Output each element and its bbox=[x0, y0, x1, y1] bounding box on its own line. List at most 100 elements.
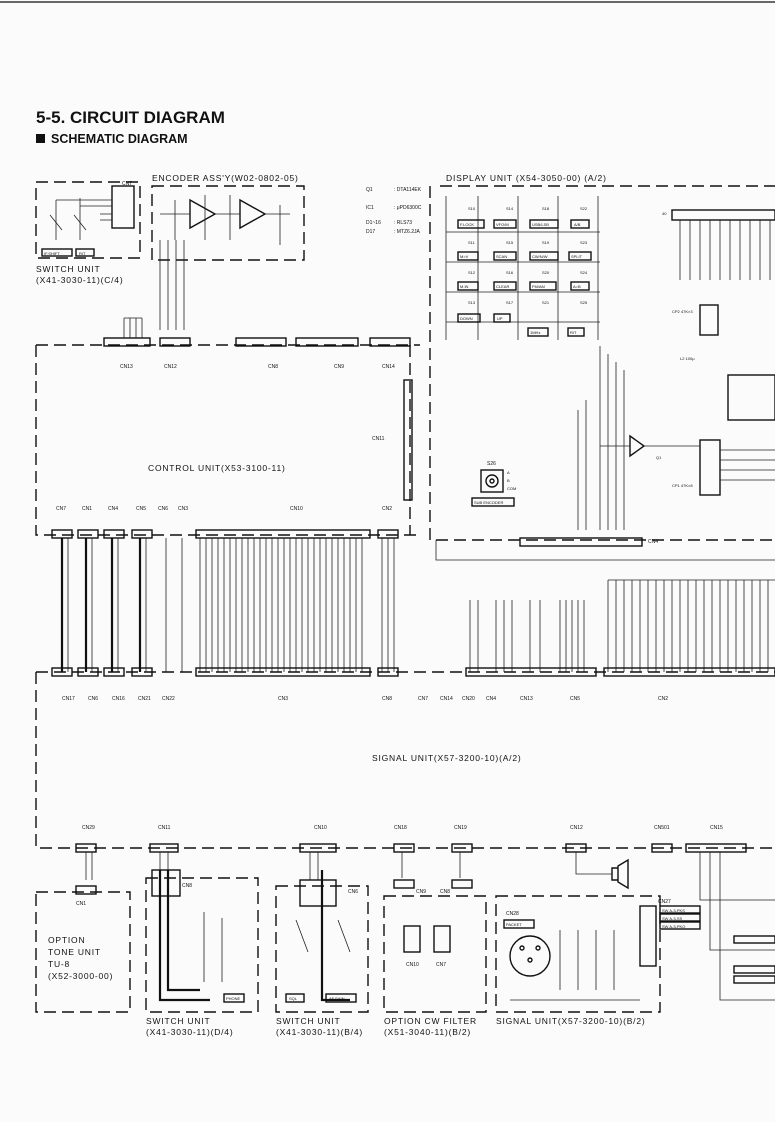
svg-text:VFO/M: VFO/M bbox=[496, 222, 509, 227]
cw-cn9-label: CN9 bbox=[416, 889, 426, 895]
svg-text:CN10: CN10 bbox=[314, 825, 327, 831]
svg-text:S25: S25 bbox=[580, 300, 588, 305]
svg-text:S17: S17 bbox=[506, 300, 514, 305]
svg-text:SCAN: SCAN bbox=[496, 254, 507, 259]
switch-s20: S20 FM/AM bbox=[529, 270, 557, 291]
cn28-label: CN28 bbox=[506, 911, 519, 917]
display-unit: DISPLAY UNIT (X54-3050-00) (A/2) Q1 : DT… bbox=[366, 173, 775, 541]
svg-text:CW/N/W: CW/N/W bbox=[532, 254, 548, 259]
svg-text:CN5: CN5 bbox=[570, 696, 580, 702]
svg-text:CN501: CN501 bbox=[654, 825, 670, 831]
cn6-label: CN6 bbox=[158, 506, 168, 512]
svg-text:S24: S24 bbox=[580, 270, 588, 275]
switch-unit-c4: CN7 IF.SHIFT RIT SWITCH UNIT (X41-3030-1… bbox=[35, 181, 141, 285]
sub-encoder-id: S26 bbox=[487, 461, 496, 467]
tone-line3: TU-8 bbox=[48, 959, 70, 969]
svg-text:B: B bbox=[507, 478, 510, 483]
if-shift-knob bbox=[41, 248, 73, 257]
if-shift-label: IF.SHIFT bbox=[44, 251, 60, 256]
subheading-text: SCHEMATIC DIAGRAM bbox=[51, 132, 188, 146]
switch-unit-b4: CN6 SQL AF.GAIN SWITCH UNIT (X41-3030-11… bbox=[275, 879, 369, 1037]
cw-filter: CN9 CN8 CN10 CN7 OPTION CW FILTER (X51-3… bbox=[383, 879, 487, 1037]
part-d17-value: : MTZ6.2JA bbox=[394, 229, 421, 235]
svg-text:M>V: M>V bbox=[460, 254, 469, 259]
control-top-connectors: CN13 CN12 CN8 CN9 CN14 CN11 bbox=[103, 337, 413, 501]
svg-text:CP2 47K×3: CP2 47K×3 bbox=[672, 309, 693, 314]
encoder-border bbox=[151, 185, 305, 261]
bottom-modules: CN1 OPTION TONE UNIT TU-8 (X52-3000-00) … bbox=[35, 852, 775, 1037]
tone-line4: (X52-3000-00) bbox=[48, 971, 113, 981]
svg-text:CN18: CN18 bbox=[394, 825, 407, 831]
svg-text:L2 100μ: L2 100μ bbox=[680, 356, 695, 361]
cn8-label: CN8 bbox=[268, 364, 278, 370]
switch-unit-d4: CN8 PHONE SWITCH UNIT (X41-3030-11)(D/4) bbox=[145, 869, 259, 1037]
switch-s24: S24 A=B bbox=[570, 270, 590, 291]
bullet-square-icon bbox=[36, 134, 45, 143]
tone-cn1-label: CN1 bbox=[76, 901, 86, 907]
switch-unit-d4-part: (X41-3030-11)(D/4) bbox=[146, 1027, 233, 1037]
svg-text:S16: S16 bbox=[506, 270, 514, 275]
svg-text:CN15: CN15 bbox=[710, 825, 723, 831]
parts-list: Q1 : DTA114EK IC1 : μPD6300C D1~16 : RLS… bbox=[366, 187, 422, 235]
sub-encoder: S26 A B COM SUB ENCODER bbox=[471, 461, 516, 507]
svg-text:CN12: CN12 bbox=[570, 825, 583, 831]
svg-text:S13: S13 bbox=[468, 300, 476, 305]
switch-cn7-label: CN7 bbox=[122, 181, 132, 187]
cn7-label: CN7 bbox=[56, 506, 66, 512]
switch-s14: S14 VFO/M bbox=[493, 206, 517, 229]
svg-text:A: A bbox=[507, 470, 510, 475]
switch-unit-b4-part: (X41-3030-11)(B/4) bbox=[276, 1027, 363, 1037]
svg-text:40: 40 bbox=[662, 211, 667, 216]
svg-text:S19: S19 bbox=[542, 240, 550, 245]
switch-s16: S16 CLEAR bbox=[493, 270, 517, 291]
rit-label: RIT bbox=[79, 251, 86, 256]
signal-unit-b2: CN27 CN28 PACKET SW A-3-PKS SW A-3-SS SW… bbox=[495, 895, 701, 1026]
svg-text:S11: S11 bbox=[468, 240, 476, 245]
cn1-label: CN1 bbox=[82, 506, 92, 512]
sw-ss-label: SW A-3-SS bbox=[662, 916, 683, 921]
sub-encoder-label: SUB ENCODER bbox=[474, 500, 503, 505]
svg-text:CN11: CN11 bbox=[158, 825, 171, 831]
svg-text:S21: S21 bbox=[542, 300, 550, 305]
cn2-label: CN2 bbox=[382, 506, 392, 512]
switch-s22: S22 A/B bbox=[570, 206, 590, 229]
switch-s10: S10 F.LOCK bbox=[457, 206, 485, 229]
switch-s25: S25 RIT bbox=[567, 300, 588, 337]
svg-text:CN17: CN17 bbox=[62, 696, 75, 702]
svg-text:CN8: CN8 bbox=[382, 696, 392, 702]
svg-text:CLEAR: CLEAR bbox=[496, 284, 509, 289]
svg-text:CN4: CN4 bbox=[486, 696, 496, 702]
speaker-icon bbox=[611, 858, 629, 890]
svg-text:DOWN: DOWN bbox=[460, 316, 473, 321]
svg-text:Q1: Q1 bbox=[656, 455, 662, 460]
signal-unit-b2-name: SIGNAL UNIT(X57-3200-10)(B/2) bbox=[496, 1016, 645, 1026]
svg-text:1MHz: 1MHz bbox=[530, 330, 540, 335]
packet-label: PACKET bbox=[506, 922, 522, 927]
page-subheading: SCHEMATIC DIAGRAM bbox=[36, 132, 188, 146]
cn5-label: CN5 bbox=[136, 506, 146, 512]
cn10-label: CN10 bbox=[290, 506, 303, 512]
svg-text:FM/AM: FM/AM bbox=[532, 284, 545, 289]
encoder-assembly: ENCODER ASS'Y(W02-0802-05) bbox=[151, 173, 305, 330]
svg-text:UP: UP bbox=[497, 316, 503, 321]
display-unit-name: DISPLAY UNIT (X54-3050-00) (A/2) bbox=[446, 173, 607, 183]
sw-pks-label: SW A-3-PKS bbox=[662, 908, 685, 913]
svg-text:CN20: CN20 bbox=[462, 696, 475, 702]
svg-text:CN14: CN14 bbox=[440, 696, 453, 702]
part-d1-ref: D1~16 bbox=[366, 220, 381, 226]
svg-text:S20: S20 bbox=[542, 270, 550, 275]
switch-s21: S21 1MHz bbox=[527, 300, 550, 337]
switch-unit-c4-name: SWITCH UNIT bbox=[36, 264, 101, 274]
switch-s23: S23 SPLIT bbox=[568, 240, 592, 261]
svg-text:S22: S22 bbox=[580, 206, 588, 211]
page-heading: 5-5. CIRCUIT DIAGRAM bbox=[36, 108, 225, 127]
svg-text:CN13: CN13 bbox=[520, 696, 533, 702]
switch-s11: S11 M>V bbox=[457, 240, 479, 261]
signal-outline bbox=[35, 672, 775, 849]
cn3-label: CN3 bbox=[178, 506, 188, 512]
display-unit-left-border bbox=[429, 186, 775, 541]
signal-unit-a2-name: SIGNAL UNIT(X57-3200-10)(A/2) bbox=[372, 753, 521, 763]
signal-bottom-labels: CN29 CN11 CN10 CN18 CN19 CN12 CN501 CN15 bbox=[82, 825, 723, 831]
